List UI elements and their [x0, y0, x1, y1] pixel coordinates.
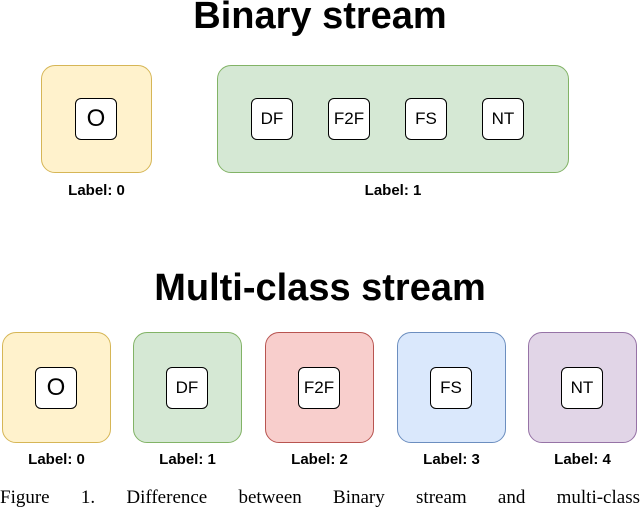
- multiclass-group-label-0: O: [2, 332, 111, 443]
- multiclass-group-label-2: F2F: [265, 332, 374, 443]
- binary-label-1: Label: 1: [364, 182, 422, 199]
- multiclass-group-label-4: NT: [528, 332, 637, 443]
- multiclass-label-1: Label: 1: [159, 451, 216, 468]
- multiclass-group-label-1: DF: [133, 332, 242, 443]
- binary-item-o: O: [75, 98, 117, 140]
- multiclass-label-2: Label: 2: [291, 451, 348, 468]
- multiclass-label-3: Label: 3: [423, 451, 480, 468]
- binary-label-0: Label: 0: [68, 182, 125, 199]
- multiclass-item-o: O: [35, 367, 77, 409]
- multiclass-item-fs: FS: [430, 367, 472, 409]
- binary-item-df: DF: [251, 98, 293, 140]
- binary-item-fs: FS: [405, 98, 447, 140]
- binary-stream-title: Binary stream: [193, 0, 447, 37]
- binary-group-label-0: O: [41, 65, 152, 173]
- multiclass-item-f2f: F2F: [298, 367, 340, 409]
- figure-caption: Figure 1. Difference between Binary stre…: [0, 487, 640, 508]
- multiclass-label-4: Label: 4: [554, 451, 611, 468]
- multiclass-label-0: Label: 0: [28, 451, 85, 468]
- binary-item-f2f: F2F: [328, 98, 370, 140]
- multiclass-item-df: DF: [166, 367, 208, 409]
- multiclass-item-nt: NT: [561, 367, 603, 409]
- multiclass-group-label-3: FS: [397, 332, 506, 443]
- binary-group-label-1: DF F2F FS NT: [217, 65, 569, 173]
- multiclass-stream-title: Multi-class stream: [154, 267, 486, 309]
- binary-item-nt: NT: [482, 98, 524, 140]
